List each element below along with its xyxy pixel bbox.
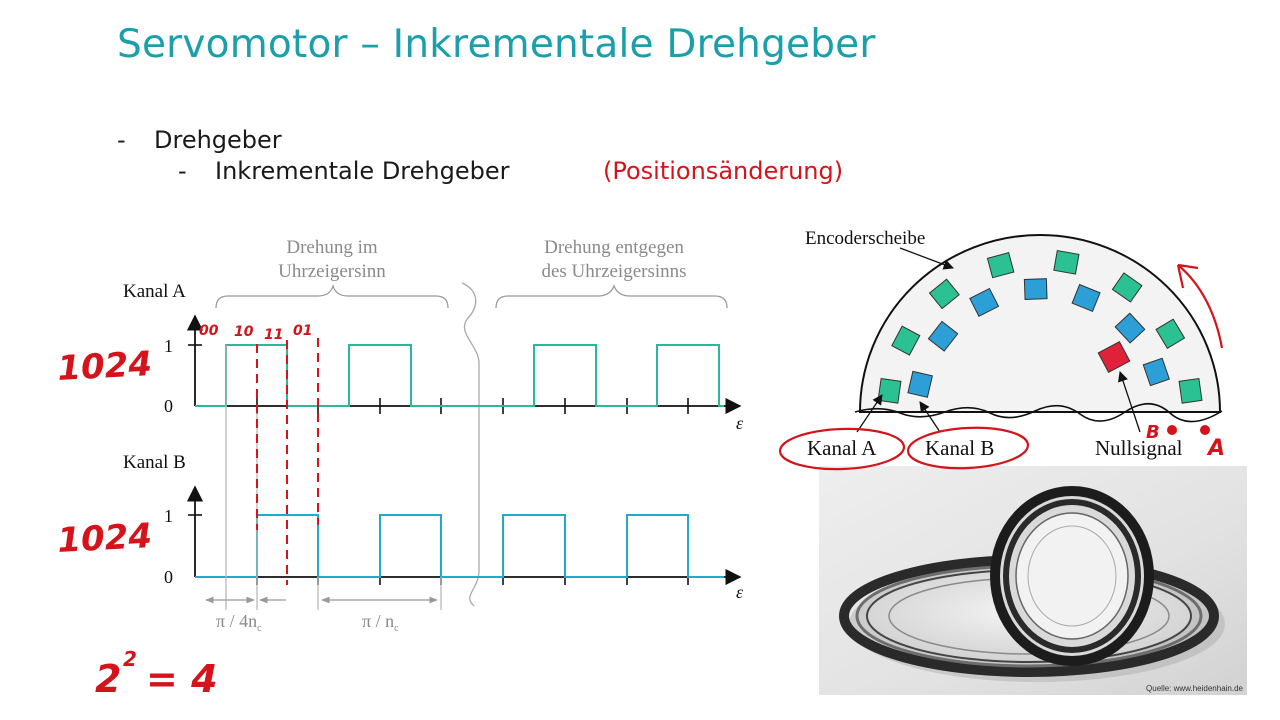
- bullet-inkrementale-drehgeber: - Inkrementale Drehgeber: [178, 157, 578, 187]
- channel-a-level-low: 0: [164, 396, 173, 416]
- encoder-disc-photo-art: [819, 466, 1247, 695]
- section-ccw-line1: Drehung entgegen: [544, 237, 684, 258]
- encoder-kanal-b-label: Kanal B: [925, 436, 994, 460]
- bullet-text: Drehgeber: [154, 126, 282, 154]
- section-ccw-line2: des Uhrzeigersinns: [541, 261, 686, 282]
- bullet-drehgeber: - Drehgeber: [117, 126, 417, 156]
- encoder-disc-photo: Quelle: www.heidenhain.de: [819, 466, 1247, 695]
- position-change-note: (Positionsänderung): [603, 157, 844, 185]
- dimension-full-label: π / nc: [362, 611, 399, 634]
- encoder-disc-label: Encoderscheibe: [805, 228, 925, 249]
- outer-track-segment: [986, 252, 1015, 279]
- encoder-kanal-a-label: Kanal A: [807, 436, 877, 460]
- null-mark: [1097, 340, 1131, 374]
- inner-track: [907, 278, 1170, 398]
- inner-track-segment: [1023, 278, 1048, 300]
- bullet-dash: -: [178, 157, 187, 185]
- slide-title: Servomotor – Inkrementale Drehgeber: [117, 22, 876, 67]
- brace-cw: [215, 283, 449, 309]
- bullet-text: Inkrementale Drehgeber: [215, 157, 510, 185]
- inner-track-segment: [1142, 357, 1170, 387]
- encoder-null-signal-label: Nullsignal: [1095, 436, 1183, 460]
- dimension-full-text: π / n: [362, 611, 394, 631]
- bullet-dash: -: [117, 126, 126, 154]
- inner-track-segment: [927, 320, 959, 352]
- encoder-null-signal-pointer: [1118, 371, 1141, 433]
- outer-track-segment: [891, 325, 921, 356]
- dimension-full-subscript: c: [394, 623, 399, 634]
- channel-b-level-low: 0: [164, 567, 173, 587]
- outer-track-segment: [928, 278, 960, 310]
- brace-ccw: [495, 284, 728, 309]
- inner-track-segment: [1071, 283, 1101, 312]
- channel-b-epsilon: ε: [736, 582, 744, 602]
- channel-b-label: Kanal B: [123, 452, 186, 473]
- dimension-quarter-text: π / 4n: [216, 611, 257, 631]
- dimension-quarter-label: π / 4nc: [216, 611, 262, 634]
- section-cw-line1: Drehung im: [286, 237, 378, 258]
- channel-b-signal: [195, 514, 724, 578]
- encoder-disc-pointer: [899, 247, 954, 270]
- photo-credit: Quelle: www.heidenhain.de: [1146, 684, 1243, 693]
- channel-a-signal: [195, 344, 724, 407]
- channel-a-level-high: 1: [164, 336, 173, 356]
- inner-track-segment: [969, 287, 1000, 317]
- outer-track-segment: [1053, 249, 1080, 275]
- channel-a-label: Kanal A: [123, 281, 186, 302]
- dimension-quarter-subscript: c: [257, 623, 262, 634]
- channel-a-epsilon: ε: [736, 413, 744, 433]
- outer-track-segment: [1111, 272, 1143, 303]
- encoder-inner-edge: [854, 402, 1223, 423]
- section-cw-line2: Uhrzeigersinn: [278, 261, 386, 282]
- direction-change-separator: [461, 282, 480, 607]
- inner-track-segment: [907, 370, 933, 398]
- encoder-kanal-a-pointer: [856, 394, 883, 433]
- inner-track-segment: [1114, 312, 1146, 344]
- outer-track-segment: [877, 377, 902, 404]
- channel-b-level-high: 1: [164, 506, 173, 526]
- outer-track-segment: [1178, 377, 1203, 404]
